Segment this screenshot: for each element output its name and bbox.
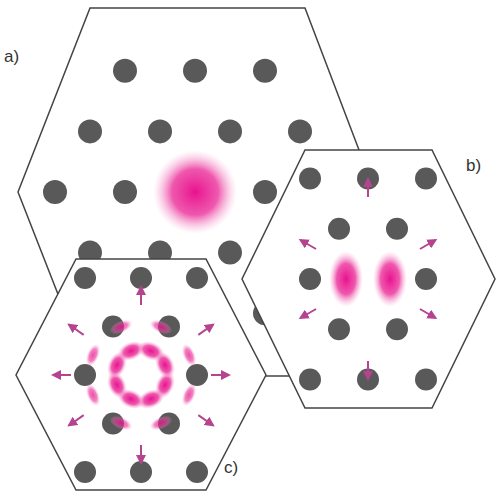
emission-arrow — [367, 179, 369, 197]
mode-lobe — [151, 349, 178, 382]
air-hole — [328, 218, 350, 240]
air-hole — [186, 267, 208, 289]
hexagon-outline — [242, 150, 495, 408]
air-hole — [253, 180, 277, 204]
hexagon-panel — [242, 150, 495, 408]
air-hole — [130, 461, 152, 483]
air-hole — [74, 267, 96, 289]
emission-arrow — [420, 309, 436, 318]
emission-arrow — [140, 445, 142, 463]
emission-arrow — [420, 240, 436, 249]
cavity-mode — [153, 150, 237, 234]
emission-arrow — [367, 361, 369, 379]
air-hole — [386, 318, 408, 340]
panel-label: a) — [4, 47, 19, 67]
mode-lobe — [108, 317, 135, 337]
emission-arrow — [198, 325, 213, 335]
air-hole — [43, 180, 67, 204]
air-hole — [78, 119, 102, 143]
mode-lobe — [108, 413, 135, 433]
air-hole — [415, 168, 437, 190]
air-hole — [113, 59, 137, 83]
air-hole — [148, 119, 172, 143]
air-hole — [299, 368, 321, 390]
mode-lobe — [179, 382, 199, 409]
panel-label: c) — [224, 458, 238, 478]
air-hole — [253, 59, 277, 83]
air-hole — [218, 241, 242, 265]
emission-arrow — [300, 309, 316, 318]
air-hole — [186, 461, 208, 483]
air-hole — [386, 218, 408, 240]
emission-arrow — [140, 287, 142, 305]
air-hole — [299, 168, 321, 190]
mode-lobe — [329, 251, 363, 307]
air-hole — [183, 59, 207, 83]
mode-lobe — [83, 382, 103, 409]
emission-arrow — [53, 374, 71, 376]
air-hole — [130, 267, 152, 289]
air-hole — [113, 180, 137, 204]
hexagon-panel — [16, 259, 266, 490]
air-hole — [186, 364, 208, 386]
air-hole — [74, 364, 96, 386]
emission-arrow — [211, 374, 229, 376]
air-hole — [74, 461, 96, 483]
air-hole — [288, 119, 312, 143]
air-hole — [415, 368, 437, 390]
hexagon-outline — [16, 259, 266, 490]
air-hole — [415, 268, 437, 290]
emission-arrow — [69, 325, 84, 335]
mode-lobe — [148, 413, 175, 433]
emission-arrow — [198, 415, 213, 425]
air-hole — [218, 119, 242, 143]
panel-label: b) — [466, 156, 481, 176]
mode-lobe — [148, 317, 175, 337]
mode-lobe — [373, 251, 407, 307]
emission-arrow — [69, 415, 84, 425]
mode-lobe — [83, 342, 103, 369]
mode-lobe — [179, 342, 199, 369]
emission-arrow — [300, 240, 316, 249]
air-hole — [299, 268, 321, 290]
air-hole — [328, 318, 350, 340]
